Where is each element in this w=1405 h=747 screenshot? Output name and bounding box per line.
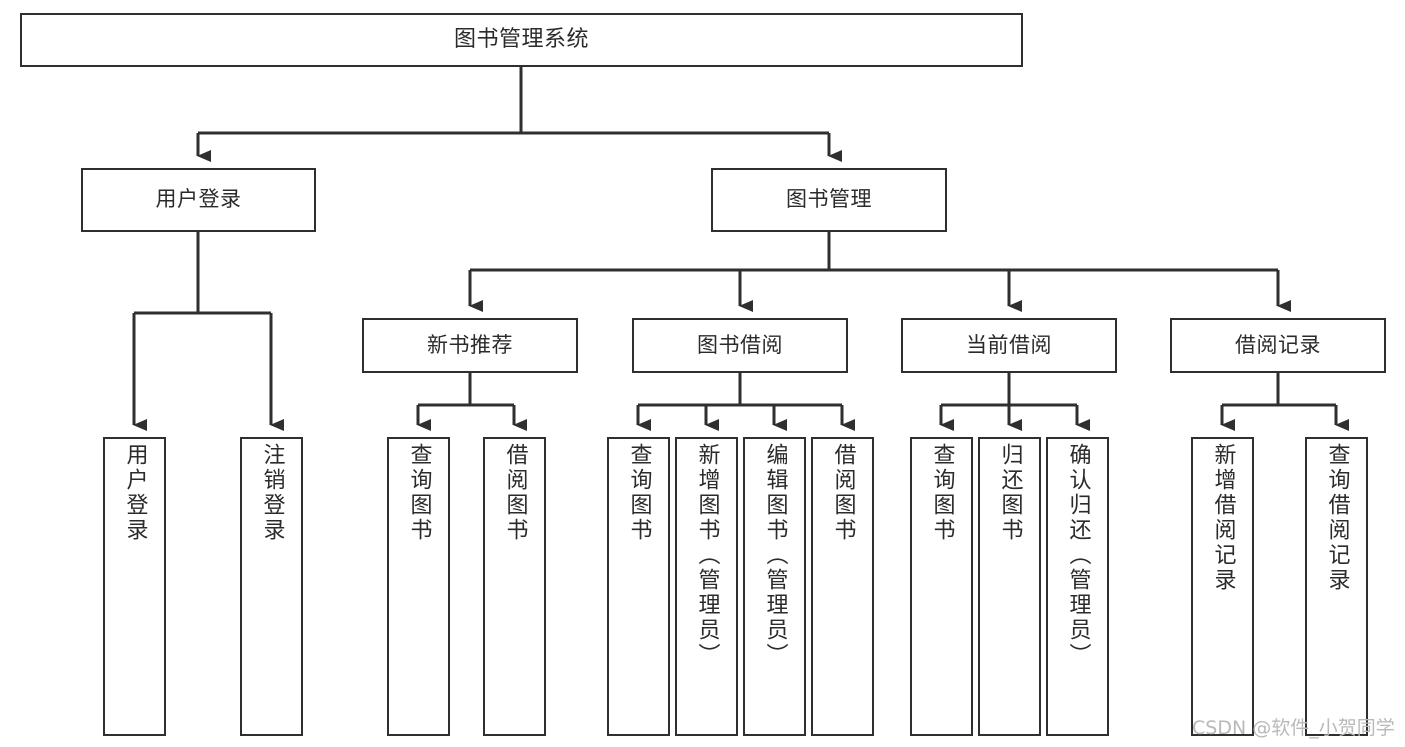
- leaf-bb-add-book-admin[interactable]: 新增图书（管理员）: [675, 437, 738, 736]
- node-book-management-label: 图书管理: [786, 187, 872, 212]
- leaf-bb-query-book[interactable]: 查询图书: [607, 437, 670, 736]
- node-root-system[interactable]: 图书管理系统: [20, 13, 1023, 67]
- leaf-cb-query-book[interactable]: 查询图书: [910, 437, 973, 736]
- node-borrow-record-label: 借阅记录: [1235, 332, 1321, 357]
- leaf-bb-edit-book-admin-label: 编辑图书（管理员）: [762, 443, 788, 668]
- leaf-bb-borrow-book-label: 借阅图书: [830, 443, 856, 543]
- leaf-bb-add-book-admin-label: 新增图书（管理员）: [694, 443, 720, 668]
- node-book-borrow[interactable]: 图书借阅: [632, 318, 848, 373]
- node-current-borrow[interactable]: 当前借阅: [901, 318, 1117, 373]
- node-new-book-recommend[interactable]: 新书推荐: [362, 318, 578, 373]
- node-new-book-recommend-label: 新书推荐: [427, 332, 513, 357]
- node-user-login-label: 用户登录: [155, 187, 242, 212]
- leaf-logout-label: 注销登录: [259, 443, 285, 543]
- leaf-br-add-record[interactable]: 新增借阅记录: [1191, 437, 1254, 736]
- node-root-system-label: 图书管理系统: [453, 26, 589, 52]
- leaf-br-query-record-label: 查询借阅记录: [1324, 443, 1350, 593]
- leaf-cb-query-book-label: 查询图书: [929, 443, 955, 543]
- node-book-borrow-label: 图书借阅: [697, 332, 783, 357]
- leaf-nb-query-book[interactable]: 查询图书: [387, 437, 450, 736]
- leaf-bb-borrow-book[interactable]: 借阅图书: [811, 437, 874, 736]
- node-book-management[interactable]: 图书管理: [711, 168, 947, 232]
- leaf-user-login-label: 用户登录: [122, 443, 148, 543]
- leaf-br-add-record-label: 新增借阅记录: [1210, 443, 1236, 593]
- leaf-user-login[interactable]: 用户登录: [103, 437, 166, 736]
- leaf-nb-query-book-label: 查询图书: [406, 443, 432, 543]
- node-borrow-record[interactable]: 借阅记录: [1170, 318, 1386, 373]
- leaf-nb-borrow-book-label: 借阅图书: [502, 443, 528, 543]
- leaf-cb-return-book[interactable]: 归还图书: [978, 437, 1041, 736]
- leaf-cb-confirm-return-admin-label: 确认归还（管理员）: [1065, 443, 1091, 668]
- leaf-cb-return-book-label: 归还图书: [997, 443, 1023, 543]
- leaf-bb-query-book-label: 查询图书: [626, 443, 652, 543]
- csdn-watermark: CSDN @软件_小贺同学: [1192, 717, 1395, 739]
- leaf-bb-edit-book-admin[interactable]: 编辑图书（管理员）: [743, 437, 806, 736]
- leaf-br-query-record[interactable]: 查询借阅记录: [1305, 437, 1368, 736]
- leaf-logout[interactable]: 注销登录: [240, 437, 303, 736]
- node-user-login[interactable]: 用户登录: [81, 168, 316, 232]
- leaf-nb-borrow-book[interactable]: 借阅图书: [483, 437, 546, 736]
- leaf-cb-confirm-return-admin[interactable]: 确认归还（管理员）: [1046, 437, 1109, 736]
- node-current-borrow-label: 当前借阅: [966, 332, 1052, 357]
